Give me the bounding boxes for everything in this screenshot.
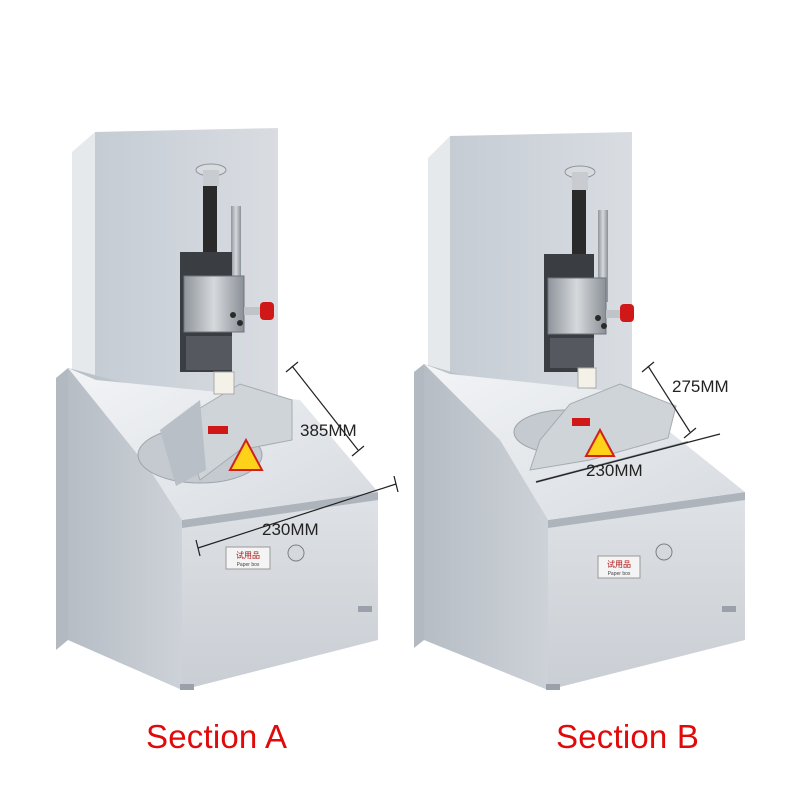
- punch-head: [183, 275, 245, 333]
- base-front: [182, 492, 378, 690]
- drawer-knob[interactable]: [655, 543, 673, 561]
- punch-head: [547, 277, 607, 335]
- drawer-label-subtext: Paper box: [237, 562, 260, 568]
- drawer-label-subtext: Paper box: [608, 571, 631, 577]
- width-dimension-label: 230MM: [262, 520, 319, 539]
- drawer-knob[interactable]: [287, 544, 305, 562]
- column: [572, 190, 586, 270]
- warning-sticker: [228, 437, 264, 471]
- drawer-label: [597, 555, 641, 579]
- width-dimension-label: 230MM: [586, 461, 643, 480]
- machine-a: 试用品 Paper box 385MM 230MM: [56, 128, 399, 690]
- guide-rod: [598, 210, 608, 302]
- guide-rod: [231, 206, 241, 302]
- base-front: [548, 492, 745, 690]
- section-b-caption: Section B: [556, 718, 700, 755]
- warning-sticker: [584, 427, 616, 457]
- drawer-label: [225, 546, 271, 570]
- width-dimension-line: [197, 483, 397, 549]
- punch-die: [577, 367, 597, 389]
- height-dimension-label: 275MM: [672, 377, 729, 396]
- section-a-caption: Section A: [146, 718, 288, 755]
- guide-fence: [179, 383, 293, 481]
- machine-b: 试用品 Paper box 275MM 230MM: [414, 132, 745, 690]
- handle-red: [260, 302, 274, 320]
- base-side: [56, 368, 68, 650]
- height-dimension-line: [647, 365, 691, 433]
- width-dimension-line: [535, 433, 721, 483]
- height-dimension-label: 385MM: [300, 421, 357, 440]
- height-dimension-line: [291, 365, 359, 451]
- base-side: [414, 364, 424, 648]
- punch-die: [213, 371, 235, 395]
- drawer-label-text: 试用品: [607, 559, 631, 569]
- tower-side: [428, 136, 450, 436]
- drawer-label-text: 试用品: [236, 550, 260, 560]
- handle-red: [620, 304, 634, 322]
